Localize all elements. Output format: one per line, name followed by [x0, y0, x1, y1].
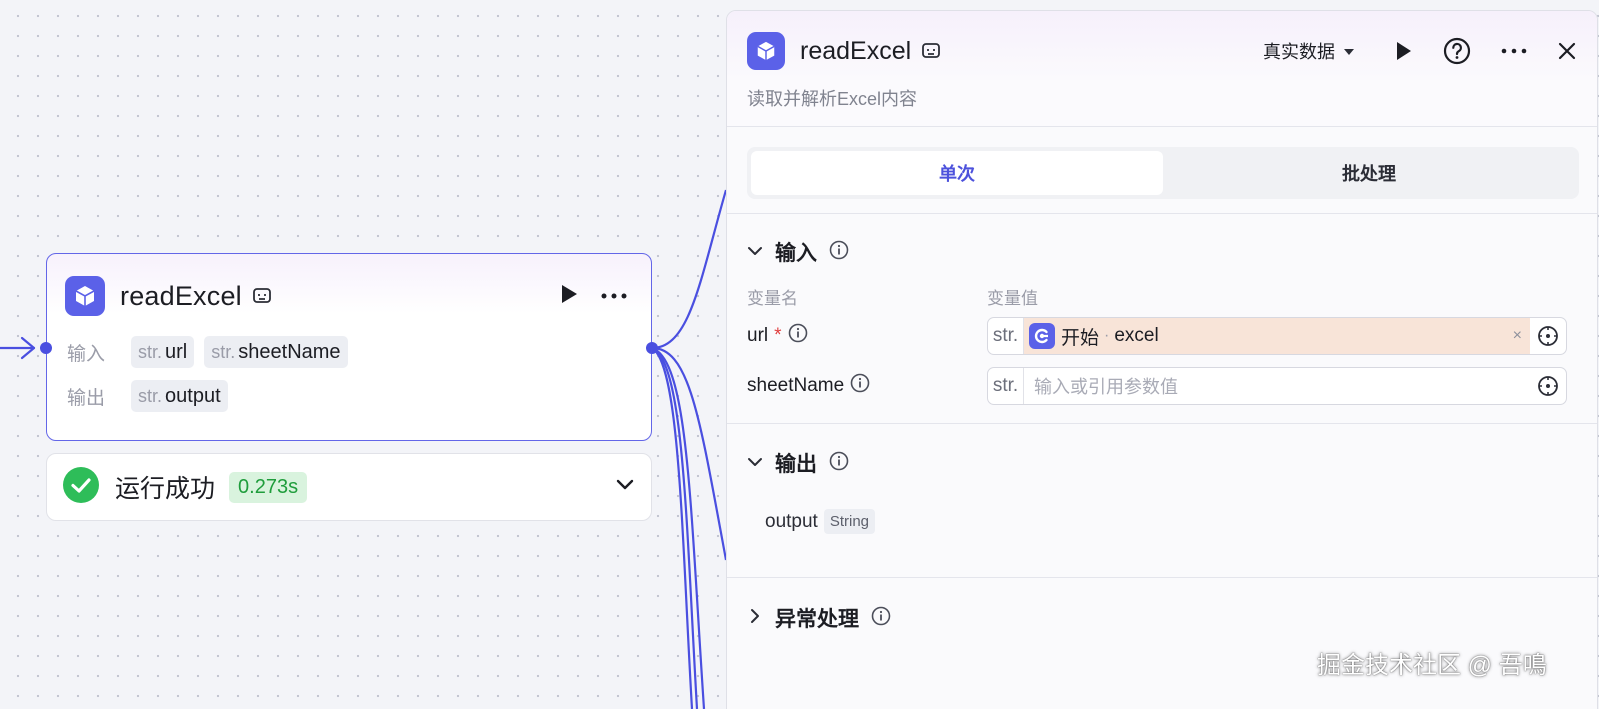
- close-icon[interactable]: [1557, 41, 1577, 61]
- node-output-label: 输出: [67, 387, 106, 409]
- output-section-title: 输出: [775, 453, 817, 476]
- divider: [727, 213, 1597, 214]
- edge-3: [651, 346, 706, 709]
- more-icon[interactable]: [1501, 47, 1527, 55]
- adjacent-panel-edge: [1599, 0, 1603, 709]
- template-icon[interactable]: [252, 287, 272, 305]
- reference-chip[interactable]: 开始 · excel ×: [1024, 318, 1530, 354]
- template-icon[interactable]: [921, 42, 941, 60]
- variable-picker-icon[interactable]: [1530, 325, 1566, 347]
- divider: [727, 577, 1597, 578]
- chevron-down-icon: [747, 454, 763, 472]
- run-mode-tabs: 单次 批处理: [747, 147, 1579, 199]
- edge-5: [651, 347, 694, 709]
- node-inputs-row: 输入 str.url str.sheetName: [67, 336, 348, 368]
- run-status-text: 运行成功: [115, 475, 216, 503]
- input-section-header[interactable]: 输入: [747, 237, 849, 267]
- info-icon[interactable]: [788, 323, 808, 349]
- node-input-label: 输入: [67, 343, 106, 365]
- info-icon[interactable]: [829, 451, 849, 476]
- chevron-down-icon: [747, 243, 763, 261]
- panel-header: readExcel 真实数据: [727, 11, 1597, 127]
- input-tag-url: str.url: [131, 336, 195, 368]
- sheetname-placeholder[interactable]: 输入或引用参数值: [1034, 377, 1178, 397]
- required-mark: *: [774, 325, 782, 346]
- dropdown-caret-icon: [1343, 41, 1355, 62]
- watermark: 掘金技术社区 @ 吾鳴: [1317, 652, 1547, 679]
- input-port[interactable]: [40, 342, 52, 354]
- cube-icon: [747, 32, 785, 70]
- output-type-badge: String: [823, 509, 876, 534]
- node-header: readExcel: [65, 276, 637, 316]
- divider: [727, 423, 1597, 424]
- type-label: str.: [988, 318, 1024, 354]
- run-icon[interactable]: [559, 283, 579, 310]
- column-header-name: 变量名: [747, 289, 798, 308]
- output-variable-row: output String: [765, 509, 876, 534]
- output-variable-name: output: [765, 510, 818, 532]
- reference-variable-name: excel: [1114, 325, 1159, 346]
- tab-batch[interactable]: 批处理: [1342, 164, 1396, 184]
- reference-separator: ·: [1104, 327, 1110, 344]
- edge-4: [651, 346, 699, 709]
- output-section-header[interactable]: 输出: [747, 448, 849, 478]
- arrow-right-icon: [0, 336, 36, 360]
- output-tag-output: str.output: [131, 380, 228, 412]
- start-node-icon: [1029, 323, 1055, 349]
- output-port[interactable]: [646, 342, 658, 354]
- reference-node-name: 开始: [1061, 327, 1100, 349]
- column-header-value: 变量值: [987, 289, 1038, 308]
- tab-single[interactable]: 单次: [751, 151, 1163, 195]
- run-icon[interactable]: [1395, 41, 1413, 61]
- run-time-badge: 0.273s: [229, 471, 308, 503]
- info-icon[interactable]: [850, 373, 870, 399]
- node-title: readExcel: [120, 280, 242, 311]
- chevron-down-icon[interactable]: [615, 478, 635, 496]
- panel-description: 读取并解析Excel内容: [747, 89, 918, 109]
- edge-1: [651, 189, 728, 350]
- chevron-right-icon: [747, 608, 763, 629]
- more-icon[interactable]: [601, 287, 627, 305]
- node-outputs-row: 输出 str.output: [67, 380, 228, 412]
- info-icon[interactable]: [829, 240, 849, 265]
- var-name-url: url*: [747, 323, 808, 349]
- url-value-field[interactable]: str. 开始 · excel ×: [987, 317, 1567, 355]
- var-name-sheetname: sheetName: [747, 373, 870, 399]
- sheetname-value-field[interactable]: str. 输入或引用参数值: [987, 367, 1567, 405]
- input-section-title: 输入: [775, 242, 817, 265]
- run-status-card[interactable]: 运行成功 0.273s: [46, 453, 652, 521]
- data-mode-label: 真实数据: [1263, 42, 1335, 62]
- error-section-title: 异常处理: [775, 608, 859, 631]
- input-tag-sheetname: str.sheetName: [204, 336, 348, 368]
- error-section-header[interactable]: 异常处理: [747, 603, 891, 633]
- data-mode-select[interactable]: 真实数据: [1263, 38, 1355, 64]
- help-icon[interactable]: [1443, 37, 1471, 65]
- info-icon[interactable]: [871, 606, 891, 631]
- panel-title: readExcel: [800, 36, 912, 65]
- node-card-readexcel[interactable]: readExcel 输入 str.url str.sheetName 输出 st…: [40, 253, 658, 441]
- edge-2: [651, 346, 728, 561]
- clear-reference-icon[interactable]: ×: [1512, 327, 1522, 344]
- type-label: str.: [988, 368, 1024, 404]
- cube-icon: [65, 276, 105, 316]
- variable-picker-icon[interactable]: [1530, 375, 1566, 397]
- success-check-icon: [63, 466, 99, 508]
- node-config-panel: readExcel 真实数据: [726, 10, 1598, 709]
